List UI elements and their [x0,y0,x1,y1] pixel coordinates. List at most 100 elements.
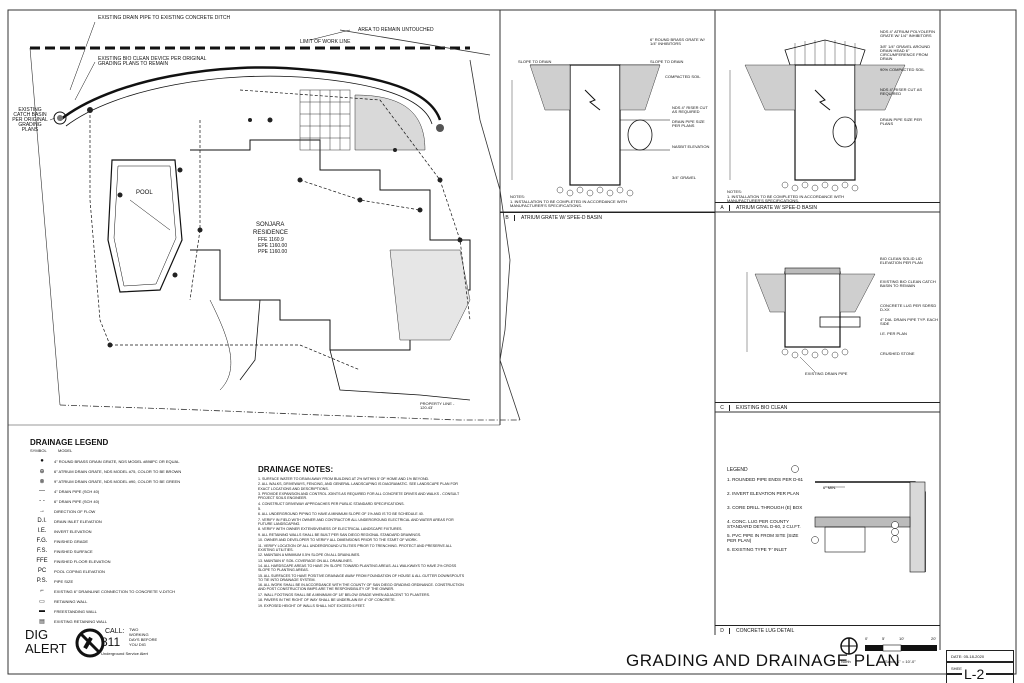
drainage-note: 2. ALL WALKS, DRIVEWAYS, FENCING, AND GE… [258,482,459,491]
detail-d-legend-item: 5. PVC PIPE IN FROM SITE (SIZE PER PLAN) [727,533,799,543]
residence-ppe: PPE 1160.00 [258,249,288,255]
drainage-note: 9. ALL RETAINING WALLS SHALL BE BUILT PE… [258,532,422,537]
legend-model-text: 9" ATRIUM DRAIN GRATE, NDS MODEL #90, CO… [54,478,181,484]
detail-d-legend-item: 4. CONC. LUG PER COUNTY STANDARD DETAIL … [727,519,801,529]
legend-model-text: 6" ATRIUM DRAIN GRATE, NDS MODEL #75, CO… [54,468,182,474]
detail-a-label-pipe: DRAIN PIPE SIZE PER PLANS [880,117,923,126]
legend-symbol: F.G. [36,538,48,544]
detail-b-label-soil: COMPACTED SOIL [665,74,701,79]
detail-b-letter: B [500,215,515,221]
detail-a-label-gravel: 3/8" 1/4" GRAVEL AROUND DRAIN HEAD 6" CI… [880,44,931,61]
legend-model-text: 4" DRAIN PIPE (SCH 40) [54,488,100,494]
legend-symbol: — [39,488,45,494]
legend-model-text: FINISHED GRADE [54,538,89,544]
detail-c-label-existing-pipe: EXISTING DRAIN PIPE [805,371,848,376]
detail-b-titlebar: B ATRIUM GRATE W/ SPEE-D BASIN [500,212,715,223]
detail-b-label-grate: 6" ROUND BRASS GRATE W/ 1/4" INHIBITORS [650,37,705,46]
detail-a: NDS 4" ATRIUM POLYOLEFIN GRATE W/ 1/4" I… [715,10,940,212]
scale-tick-3: 20' [931,636,937,641]
drainage-note: 4. CONSTRUCT DRIVEWAY APPROACHES PER PUB… [258,501,405,506]
drainage-note: 16. ALL WORK SHALL BE IN ACCORDANCE WITH… [258,583,464,592]
north-label: North [841,659,851,664]
dig-alert-msg4: YOU DIG [129,642,146,647]
legend-model-text: 6" DRAIN PIPE (SCH 40) [54,498,100,504]
drainage-note: 17. WALL FOOTINGS SHALL BE A MINIMUM OF … [258,592,431,597]
drainage-legend: DRAINAGE LEGEND SYMBOL MODEL ●4" ROUND B… [30,438,230,628]
legend-symbol: ⌐ [40,588,44,594]
drainage-notes: DRAINAGE NOTES: 1. SURFACE WATER TO DRAI… [258,465,468,625]
detail-c-label-basin: EXISTING BIO CLEAN CATCH BASIN TO REMAIN [880,279,936,288]
residence-sub: RESIDENCE [253,230,289,236]
detail-d-legend-item: 6. EXISTING TYPE 'F' INLET [727,547,787,552]
drainage-note: 10. OWNER AND DEVELOPER TO VERIFY ALL DI… [258,538,418,543]
legend-row: →DIRECTION OF FLOW [30,506,95,516]
legend-row: ▤EXISTING RETAINING WALL [30,616,107,626]
detail-a-title: ATRIUM GRATE W/ SPEE-D BASIN [736,205,817,211]
detail-d: 6" MIN. LEGEND 1. ROUNDED PIPE ENDS PER … [715,412,940,635]
dig-alert-line2: ALERT [25,641,67,656]
legend-symbol: D.I. [37,518,47,524]
detail-a-drawing [729,39,906,192]
legend-row: I.E. INVERT ELEVATION [30,526,92,536]
drainage-note: 18. PAVERS IN THE RIGHT OF WAY SHALL BE … [258,598,396,603]
legend-symbol: - - [39,498,45,504]
drainage-note: 1. SURFACE WATER TO DRAIN AWAY FROM BUIL… [258,477,430,481]
scale-bar [865,644,937,652]
scale-tick-1: 5' [882,636,885,641]
detail-c-label-pipe: 4" DIA. DRAIN PIPE TYP. EACH SIDE [880,317,938,326]
residence-epe: EPE 1160.00 [258,243,288,249]
detail-a-note: 1. INSTALLATION TO BE COMPLETED IN ACCOR… [727,194,845,203]
drainage-note: 11. VERIFY LOCATION OF ALL UNDERGROUND U… [258,543,452,552]
legend-model-text: INVERT ELEVATION [54,528,92,534]
callout-existing-catch-basin: EXISTING CATCH BASIN PER ORIGINAL GRADIN… [12,107,48,133]
detail-d-letter: D [715,628,730,634]
detail-b-label-nasbit: NASBIT ELEVATION [672,144,710,149]
residence-name: SONJARA [256,222,285,228]
legend-symbol: ▬ [39,608,45,614]
legend-symbol: FFE [36,558,48,564]
detail-d-legend-item: 1. ROUNDED PIPE ENDS PER D-61 [727,477,804,482]
legend-row: PC POOL COPING ELEVATION [30,566,105,576]
detail-b-note-title: NOTES: [510,194,525,199]
callout-area-untouched: AREA TO REMAIN UNTOUCHED [358,27,434,33]
legend-model-text: DIRECTION OF FLOW [54,508,96,514]
drainage-note: 13. MAINTAIN 6" SOIL COVERAGE ON ALL DRA… [258,558,353,563]
detail-c-title: EXISTING BIO CLEAN [736,405,788,411]
detail-a-label-grate: NDS 4" ATRIUM POLYOLEFIN GRATE W/ 1/4" I… [880,29,936,38]
legend-model-text: POOL COPING ELEVATION [54,568,105,574]
residence-ffe: FFE 1160.9 [258,237,284,243]
detail-b: 6" ROUND BRASS GRATE W/ 1/4" INHIBITORS … [500,10,715,221]
legend-row: F.S.FINISHED SURFACE [30,546,93,556]
legend-symbol: I.E. [37,528,47,534]
legend-model-text: FREESTANDING WALL [54,608,97,614]
legend-symbol: PC [37,568,47,574]
drainage-note: 7. VERIFY IN FIELD WITH OWNER AND CONTRA… [258,517,454,526]
detail-a-label-soil: 90% COMPACTED SOIL [880,67,925,72]
north-arrow-icon [840,637,858,655]
date-box: DATE: 05-18-2020 [946,650,1014,662]
legend-row: F.G. FINISHED GRADE [30,536,88,546]
dig-alert-number: 811 [101,635,121,649]
legend-row: ⌐EXISTING 6" DRAINLINE CONNECTION TO CON… [30,586,175,596]
detail-b-label-gravel: 3/4" GRAVEL [672,175,697,180]
legend-row: ⊗9" ATRIUM DRAIN GRATE, NDS MODEL #90, C… [30,476,180,486]
detail-d-titlebar: D CONCRETE LUG DETAIL [715,625,940,636]
drainage-note: 5. [258,507,261,511]
notes-title: DRAINAGE NOTES: [258,465,334,474]
legend-row: ●4" ROUND BRASS DRAIN GRATE, NDS MODEL #… [30,456,179,466]
detail-d-drawing [791,465,926,573]
dig-alert-footer: Underground Service Alert [101,651,148,656]
detail-c-label-stone: CRUSHED STONE [880,351,915,356]
legend-model-text: DRAIN INLET ELEVATION [54,518,102,524]
detail-b-label-slope-r: SLOPE TO DRAIN [650,59,684,64]
dig-alert-msg3: DAYS BEFORE [129,637,158,642]
dig-alert-call: CALL: [105,628,125,635]
callout-limit-of-work: LIMIT OF WORK LINE [300,39,351,45]
north-scale: North 0' 5' 10' 20' Scale: 1" = 10'-0" [835,636,940,672]
legend-row: ⊕6" ATRIUM DRAIN GRATE, NDS MODEL #75, C… [30,466,181,476]
scale-tick-0: 0' [865,636,868,641]
detail-c-drawing [746,267,876,373]
legend-model-text: FINISHED SURFACE [54,548,93,554]
